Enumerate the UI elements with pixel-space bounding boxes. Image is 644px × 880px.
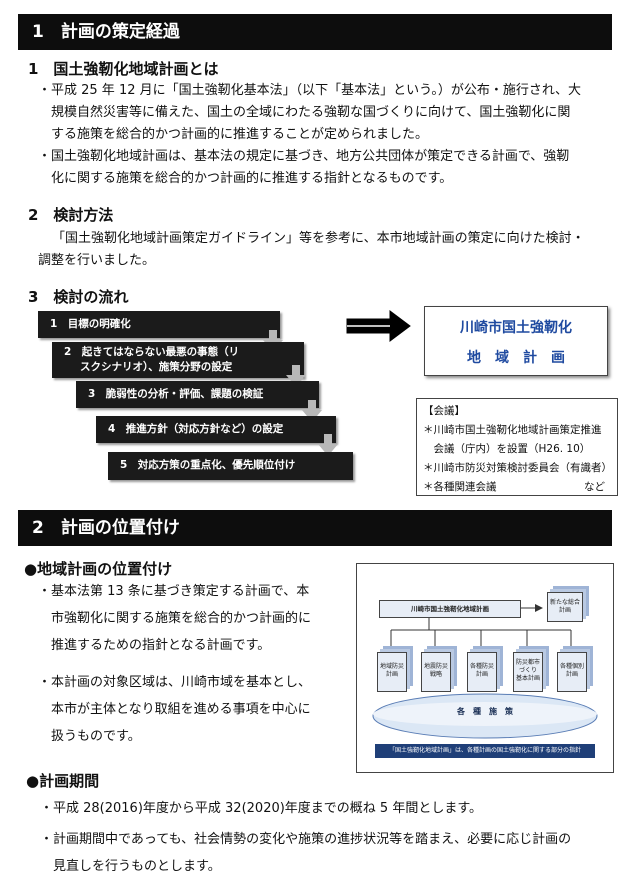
meetings-title: 【会議】	[423, 405, 465, 417]
figure-main-plan: 川崎市国土強靭化地域計画	[379, 600, 521, 618]
figure-plan-card: 各種防災 計画	[467, 652, 497, 692]
plan-box-line: 川崎市国土強靭化	[460, 320, 572, 336]
subsection1-heading: 1 国土強靭化地域計画とは	[28, 60, 219, 78]
positioning-figure: 川崎市国土強靭化地域計画 新たな総合 計画 地域防災 計画 地震防災 戦略 各種…	[356, 563, 614, 773]
bullet-line: する施策を総合的かつ計画的に推進することが定められました。	[51, 127, 429, 142]
figure-side-plan: 新たな総合 計画	[547, 592, 583, 622]
flow-step-label: 5 対応方策の重点化、優先順位付け	[120, 459, 296, 471]
meetings-line: ＊川崎市国土強靭化地域計画策定推進	[423, 424, 602, 436]
meetings-line: ＊川崎市防災対策検討委員会（有識者）	[423, 462, 612, 474]
subsection2-body: 「国土強靭化地域計画策定ガイドライン」等を参考に、本市地域計画の策定に向けた検討…	[38, 228, 618, 272]
down-arrow-icon	[263, 330, 283, 352]
flow-step-label: 2 起きてはならない最悪の事態（リ	[64, 346, 240, 358]
bullet-line: 本市が主体となり取組を進める事項を中心に	[38, 702, 311, 717]
right-arrow-icon	[346, 310, 411, 342]
bullet-line: 化に関する施策を総合的かつ計画的に推進する指針となるものです。	[51, 171, 453, 186]
subsection2-heading: 2 検討方法	[28, 206, 114, 224]
figure-plan-card: 防災都市 づくり 基本計画	[513, 652, 543, 692]
flow-step-5: 5 対応方策の重点化、優先順位付け	[108, 452, 353, 480]
section1-title: 1 計画の策定経過	[32, 22, 180, 42]
regional-plan-box: 川崎市国土強靭化 地 域 計 画	[424, 306, 608, 376]
section1-title-bar: 1 計画の策定経過	[18, 14, 612, 50]
subsection3-heading: 3 検討の流れ	[28, 288, 129, 306]
subsection1-body: ・平成 25 年 12 月に「国土強靭化基本法」（以下「基本法」という。）が公布…	[38, 80, 618, 190]
flow-step-label: 1 目標の明確化	[50, 318, 131, 330]
bullet-line: 推進するための指針となる計画です。	[38, 638, 271, 653]
positioning-body: ・基本法第 13 条に基づき策定する計画で、本 市強靭化に関する施策を総合的かつ…	[38, 578, 350, 750]
meetings-etc: など	[584, 481, 605, 493]
flow-step-label: スクシナリオ）、施策分野の設定	[80, 361, 233, 373]
bullet-line: ・基本法第 13 条に基づき策定する計画で、本	[38, 584, 310, 599]
flow-step-1: 1 目標の明確化	[38, 311, 280, 338]
down-arrow-icon	[318, 434, 338, 456]
meetings-last-row: ＊各種関連会議 など	[423, 478, 611, 497]
flow-step-4: 4 推進方針（対応方針など）の設定	[96, 416, 336, 443]
figure-measures: 各 種 施 策	[457, 707, 513, 716]
bullet-line: ・計画期間中であっても、社会情勢の変化や施策の進捗状況等を踏まえ、必要に応じ計画…	[40, 832, 572, 847]
bullet-line: ・平成 28(2016)年度から平成 32(2020)年度までの概ね 5 年間と…	[40, 801, 483, 816]
meetings-line: 会議（庁内）を設置（H26. 10）	[423, 443, 591, 455]
paragraph-line: 調整を行いました。	[38, 253, 156, 268]
bullet-line: 扱うものです。	[38, 729, 141, 744]
bullet-line: ・本計画の対象区域は、川崎市域を基本とし、	[38, 675, 312, 690]
meetings-box: 【会議】 ＊川崎市国土強靭化地域計画策定推進 会議（庁内）を設置（H26. 10…	[416, 398, 618, 496]
meetings-line: ＊各種関連会議	[423, 481, 497, 493]
figure-plan-card: 各種個別 計画	[557, 652, 587, 692]
figure-plan-card: 地域防災 計画	[377, 652, 407, 692]
flow-step-3: 3 脆弱性の分析・評価、課題の検証	[76, 381, 319, 408]
bullet-line: 見直しを行うものとします。	[40, 859, 221, 874]
flow-step-label: 4 推進方針（対応方針など）の設定	[108, 423, 284, 435]
bullet-line: ・国土強靭化地域計画は、基本法の規定に基づき、地方公共団体が策定できる計画で、強…	[38, 149, 570, 164]
positioning-heading: ●地域計画の位置付け	[24, 560, 173, 578]
section2-title-bar: 2 計画の位置付け	[18, 510, 612, 546]
figure-lines	[372, 604, 598, 739]
figure-plan-card: 地震防災 戦略	[421, 652, 451, 692]
down-arrow-icon	[286, 365, 306, 387]
plan-box-line: 地 域 計 画	[467, 350, 565, 366]
bullet-line: 規模自然災害等に備えた、国土の全域にわたる強靭な国づくりに向けて、国土強靭化に関	[51, 105, 571, 120]
flow-step-2: 2 起きてはならない最悪の事態（リ スクシナリオ）、施策分野の設定	[52, 342, 304, 378]
down-arrow-icon	[302, 400, 322, 422]
paragraph-line: 「国土強靭化地域計画策定ガイドライン」等を参考に、本市地域計画の策定に向けた検討…	[52, 231, 585, 246]
period-body: ・平成 28(2016)年度から平成 32(2020)年度までの概ね 5 年間と…	[40, 795, 620, 880]
period-heading: ●計画期間	[26, 772, 100, 790]
section2-title: 2 計画の位置付け	[32, 518, 180, 538]
bullet-line: 市強靭化に関する施策を総合的かつ計画的に	[38, 611, 312, 626]
bullet-line: ・平成 25 年 12 月に「国土強靭化基本法」（以下「基本法」という。）が公布…	[38, 83, 581, 98]
flow-step-label: 3 脆弱性の分析・評価、課題の検証	[88, 388, 264, 400]
figure-caption: 「国土強靭化地域計画」は、各種計画の国土強靭化に関する部分の指針	[375, 744, 595, 758]
